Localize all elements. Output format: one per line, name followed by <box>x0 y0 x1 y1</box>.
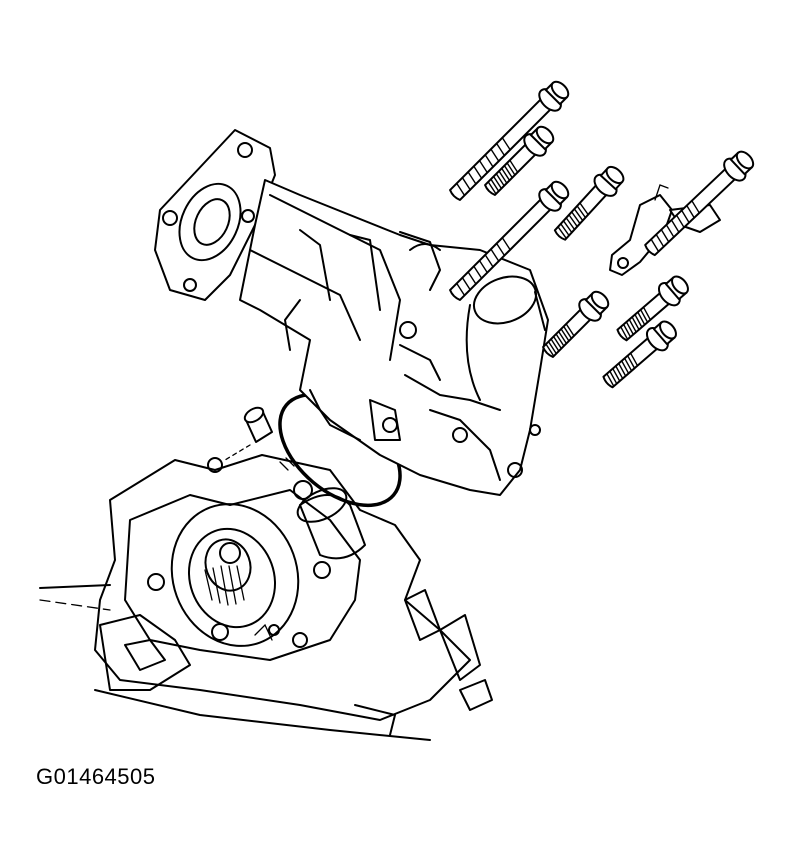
bolt-icon <box>484 125 555 196</box>
bolt-icon <box>602 320 677 389</box>
bolt-icon <box>616 275 689 342</box>
bolt-icon <box>449 180 570 301</box>
bolt-icon <box>644 150 755 257</box>
water-pump-housing <box>154 129 549 496</box>
figure-identifier: G01464505 <box>36 764 156 789</box>
bolt-group <box>449 80 755 389</box>
bolt-icon <box>553 165 625 241</box>
dowel-sleeve <box>224 406 273 461</box>
bolt-icon <box>449 80 570 201</box>
engine-block <box>39 454 493 741</box>
bolt-icon <box>542 290 610 358</box>
